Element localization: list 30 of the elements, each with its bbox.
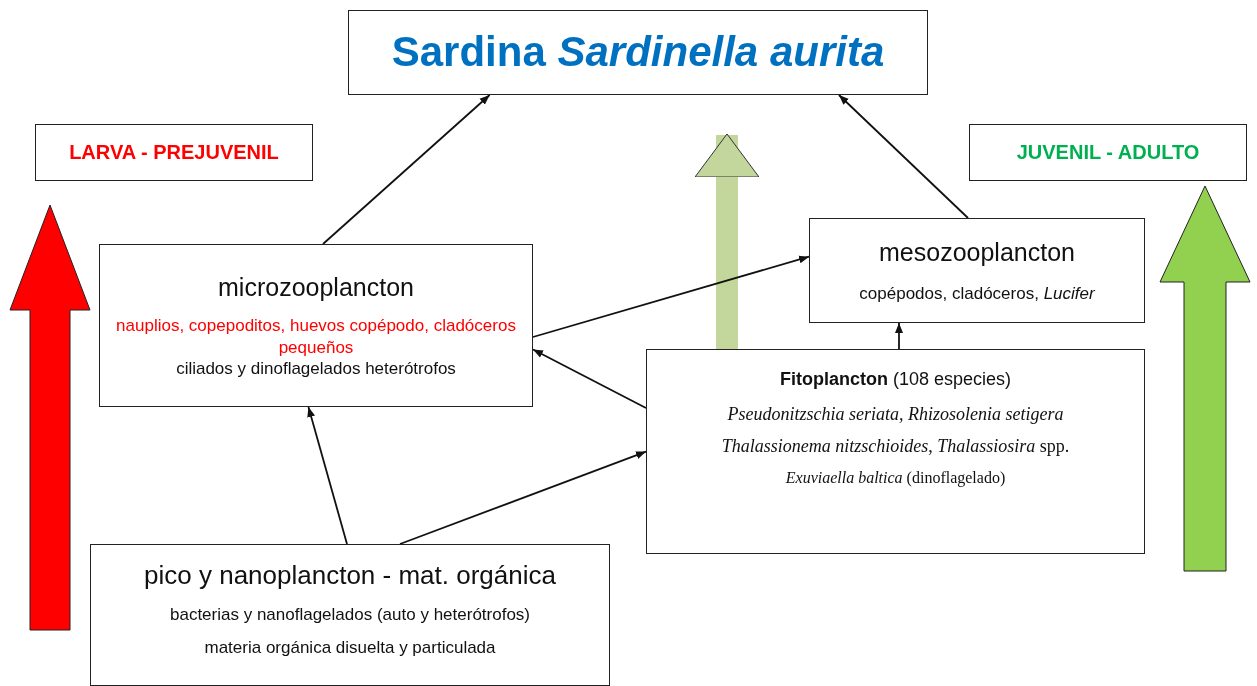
node-text: materia orgánica disuelta y particulada xyxy=(204,636,496,658)
process-box xyxy=(809,218,1145,323)
node-title: Fitoplancton (108 especies) xyxy=(779,368,1012,391)
species-text: Exuviaella baltica (dinoflagelado) xyxy=(785,467,1006,488)
process-box xyxy=(90,544,610,686)
thick-arrow xyxy=(694,133,760,349)
species-text: Pseudonitzschia seriata, Rhizosolenia setigera xyxy=(727,402,1064,425)
arrow xyxy=(532,348,647,409)
process-box xyxy=(646,349,1145,554)
process-box xyxy=(99,244,533,407)
stage-box xyxy=(969,124,1247,181)
node-text: bacterias y nanoflagelados (auto y heterótrofos) xyxy=(169,603,530,625)
arrow xyxy=(838,94,969,219)
node-title: mesozooplancton xyxy=(879,237,1075,269)
stage-label: LARVA - PREJUVENIL xyxy=(69,140,279,165)
arrow xyxy=(307,406,348,545)
node-title: pico y nanoplancton - mat. orgánica xyxy=(144,559,556,592)
title-box xyxy=(348,10,928,95)
arrow xyxy=(532,255,810,338)
arrow xyxy=(895,322,903,350)
node-text: ciliados y dinoflagelados heterótrofos xyxy=(176,357,456,379)
title-text: Sardina Sardinella aurita xyxy=(391,27,885,78)
arrow xyxy=(399,450,647,545)
node-text: copépodos, cladóceros, Lucifer xyxy=(859,282,1095,304)
arrow xyxy=(322,94,491,245)
species-text: Thalassionema nitzschioides, Thalassiosira spp. xyxy=(721,435,1070,458)
node-text: nauplios, copepoditos, huevos copépodo, cladóceros pequeños xyxy=(115,315,517,358)
stage-label: JUVENIL - ADULTO xyxy=(1016,140,1200,165)
node-title: microzooplancton xyxy=(218,272,414,303)
stage-box xyxy=(35,124,313,181)
